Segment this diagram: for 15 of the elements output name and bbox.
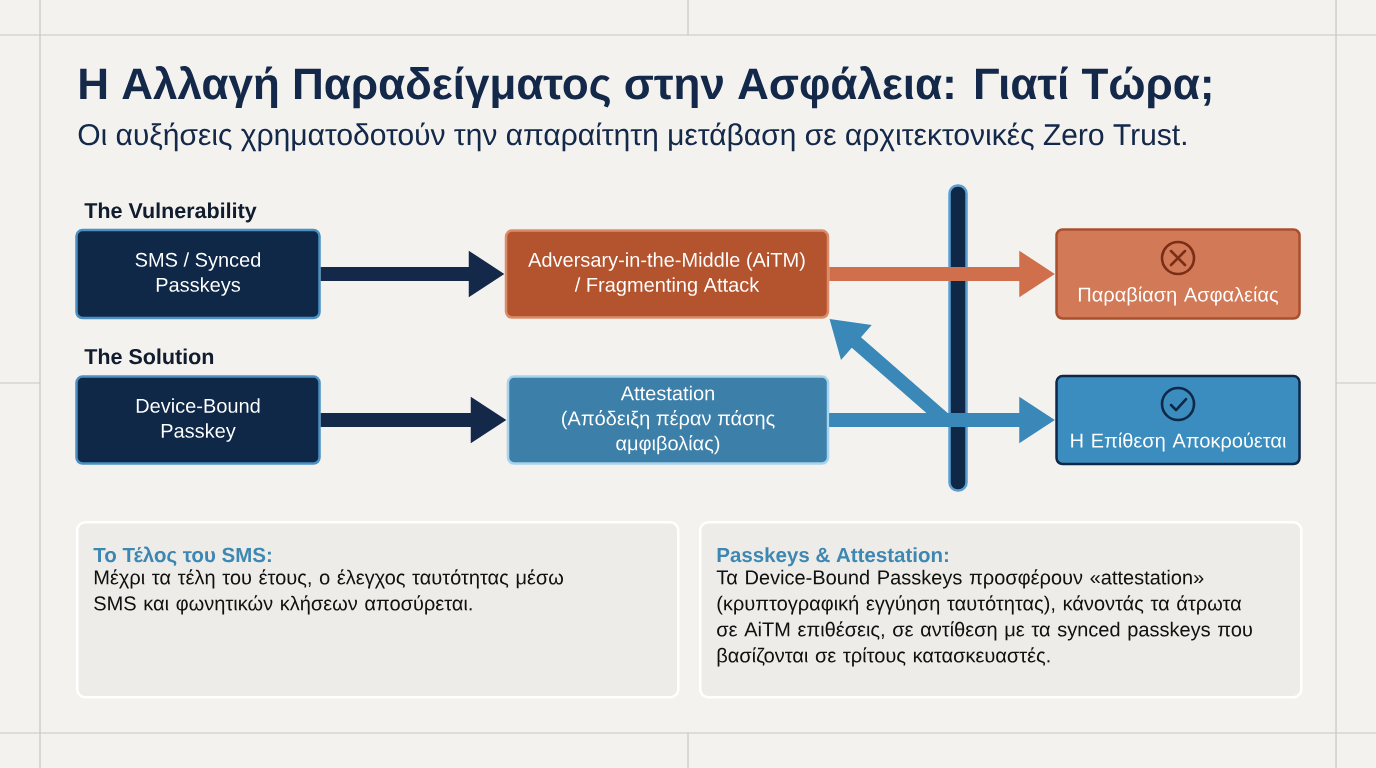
result-box: Παραβίαση Ασφαλείας xyxy=(1055,228,1301,320)
process-box: Device-Bound Passkey xyxy=(75,375,321,465)
subtitle: Οι αυξήσεις χρηματοδοτούν την απαραίτητη μετάβαση σε αρχιτεκτονικές Zero Trust. xyxy=(78,122,1186,152)
card-heading: Το Τέλος του SMS: xyxy=(93,546,271,566)
card-heading: Passkeys & Attestation: xyxy=(717,547,948,567)
process-box: Attestation (Απόδειξη πέραν πάσης αμφιβολίας) xyxy=(506,375,830,465)
card-text: Τα Device-Bound Passkeys προσφέρουν «attestation» (κρυπτογραφική εγγύηση ταυτότητας), κάνοντάς τα άτρωτα σε AiTM επιθέσεις, σε αντίθεση με τα synced passkeys που βασίζονται σε τρίτους κατασκευαστές. xyxy=(716,569,1252,667)
process-box: Adversary-in-the-Middle (AiTM) / Fragmenting Attack xyxy=(504,229,830,319)
row-heading: The Vulnerability xyxy=(84,202,257,223)
process-box: SMS / Synced Passkeys xyxy=(75,228,321,320)
card-text: Μέχρι τα τέλη του έτους, ο έλεγχος ταυτότητας μέσω SMS και φωνητικών κλήσεων αποσύρεται. xyxy=(94,569,563,615)
title: Η Αλλαγή Παραδείγματος στην Ασφάλεια: Γιατί Τώρα; xyxy=(80,66,1211,109)
result-box: Η Επίθεση Αποκρούεται xyxy=(1055,374,1301,466)
row-heading: The Solution xyxy=(84,348,214,365)
barrier-bar xyxy=(948,184,968,492)
